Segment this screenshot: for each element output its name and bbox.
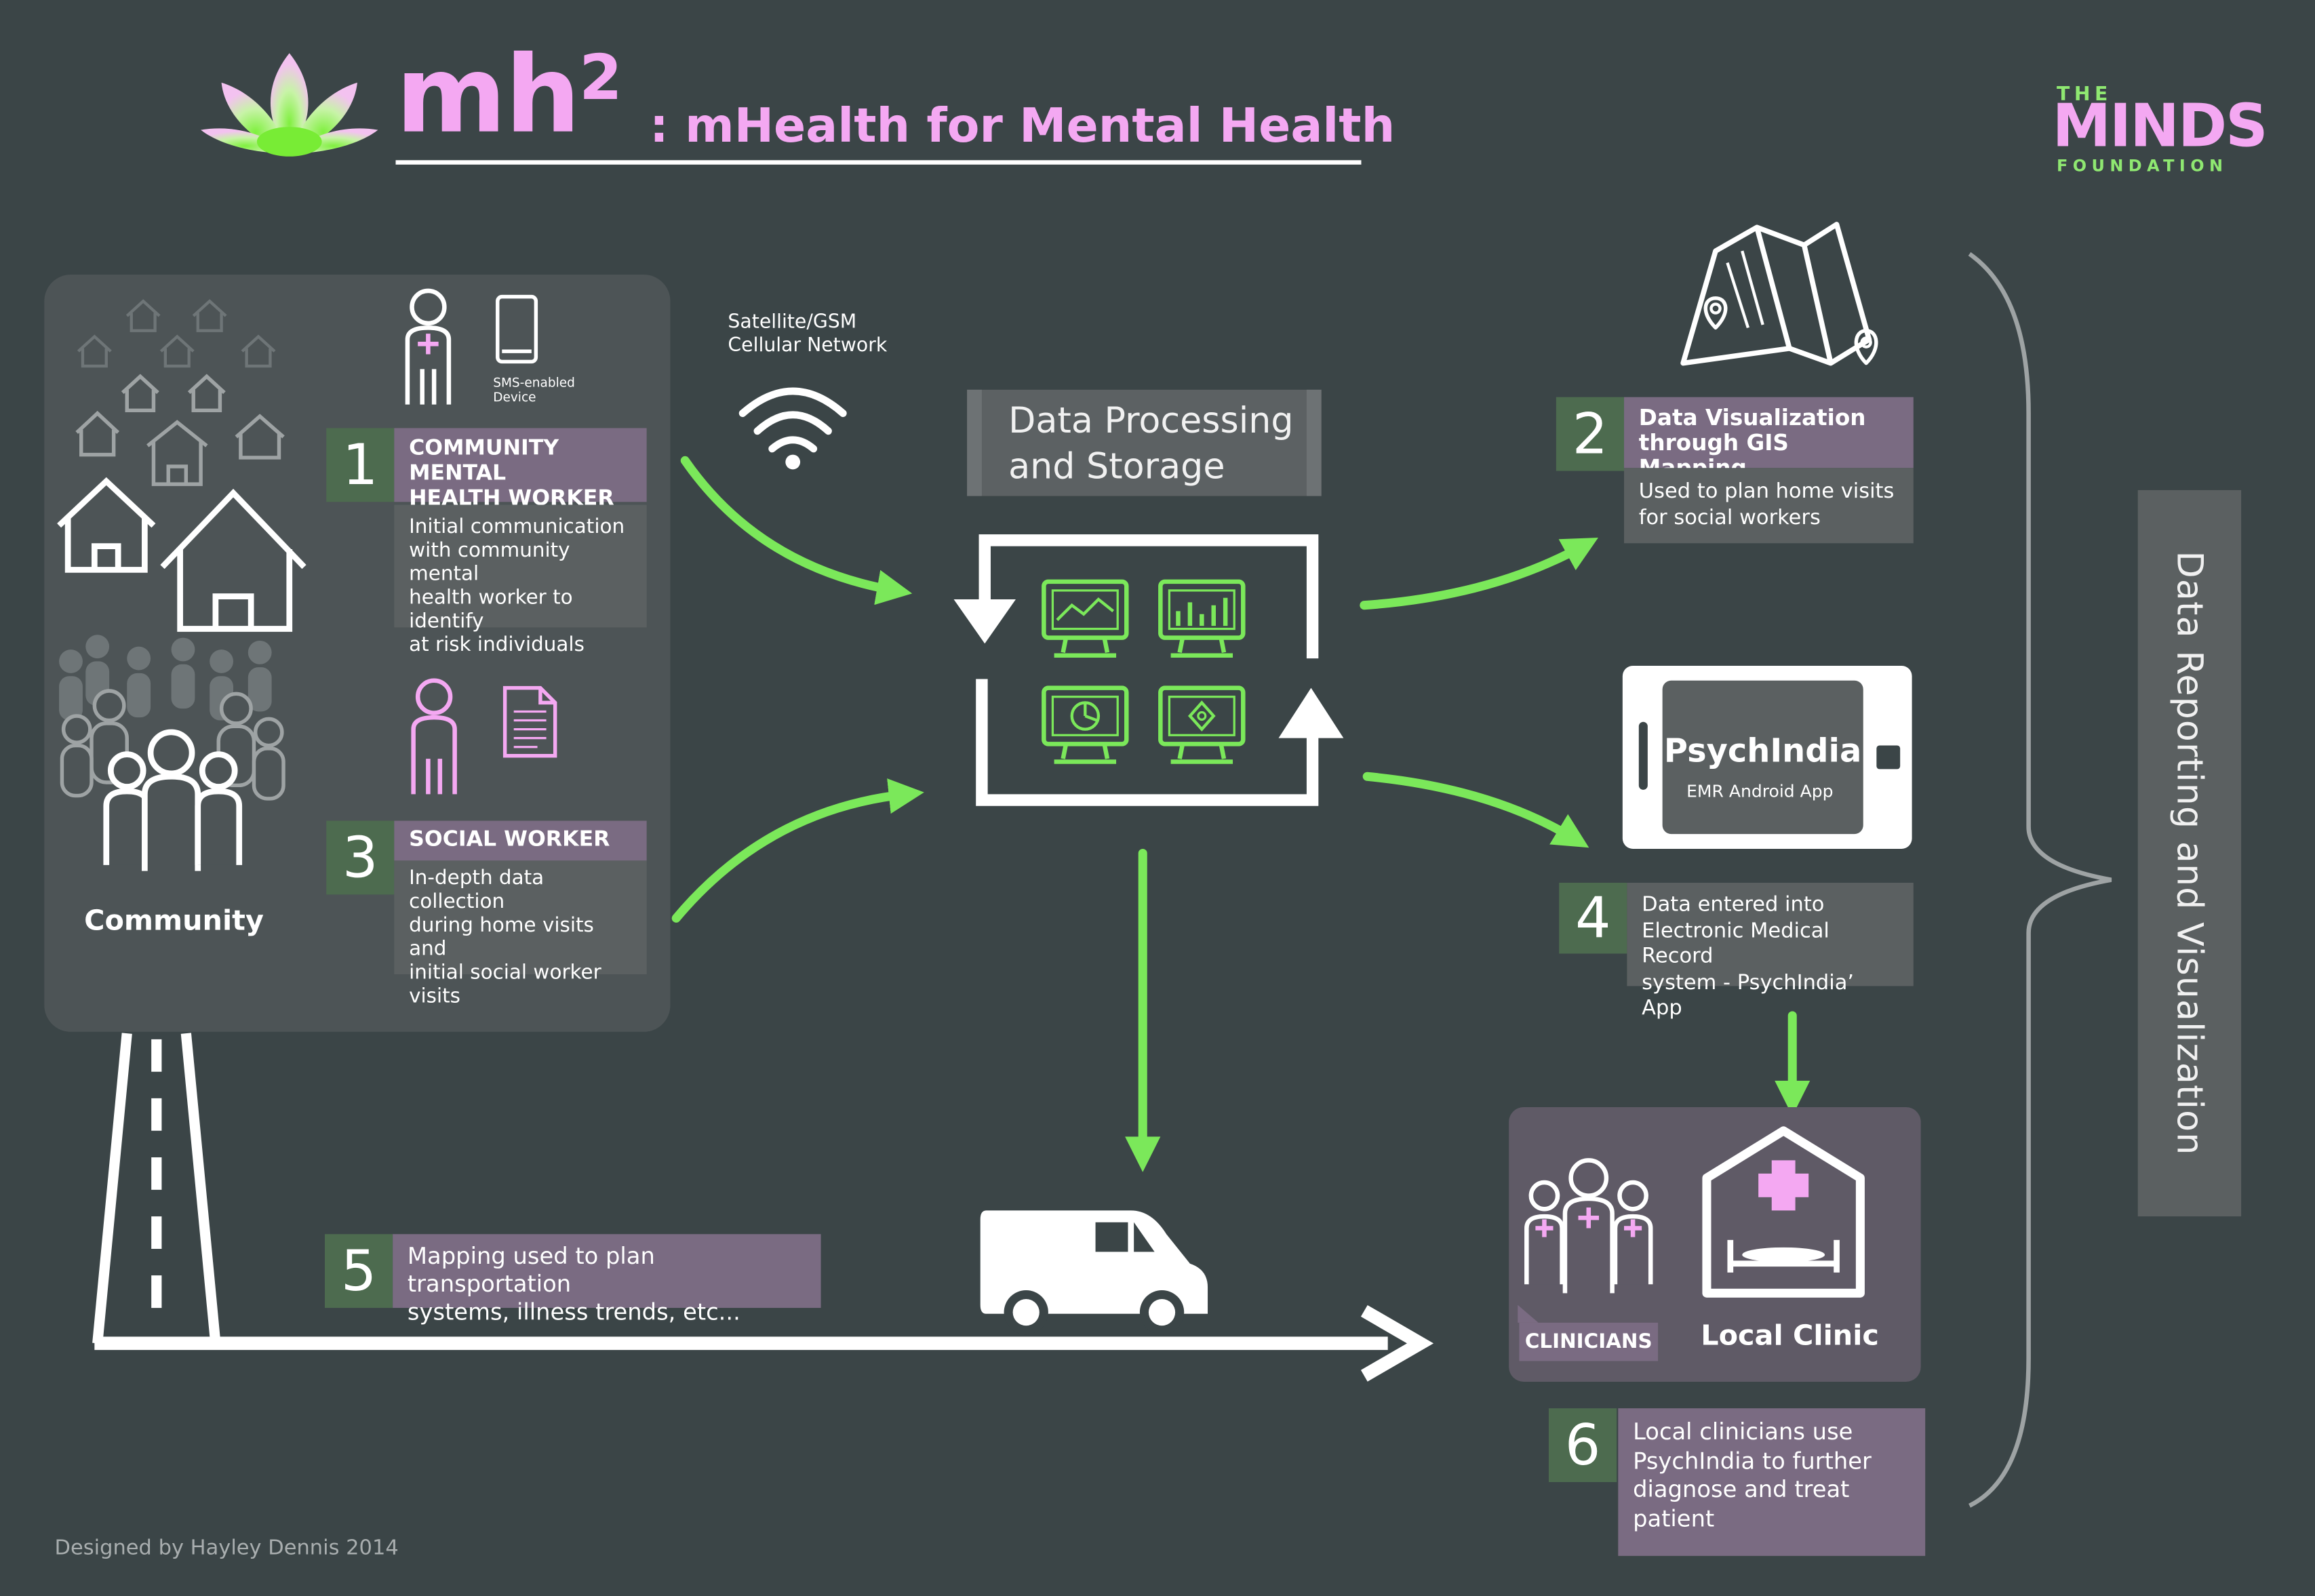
processing-title: Data Processing and Storage — [1008, 399, 1293, 490]
step-4-text-line: Electronic Medical Record — [1642, 919, 1829, 969]
road-arrow-head-icon — [1360, 1304, 1434, 1382]
lotus-icon — [201, 53, 378, 157]
community-label: Community — [84, 904, 264, 938]
step-5-text-line: systems, illness trends, etc... — [407, 1299, 740, 1326]
step-2-number: 2 — [1556, 397, 1625, 471]
processing-title-bar-left — [967, 389, 982, 496]
pie-chart-monitor-icon — [1042, 685, 1129, 764]
step-1-title: COMMUNITY MENTAL HEALTH WORKER — [394, 428, 647, 511]
cycle-arrow-down-icon — [953, 599, 1016, 644]
target-monitor-icon — [1158, 685, 1246, 764]
side-label-box: Data Reporting and Visualization — [2137, 490, 2242, 1217]
device-label: SMS-enabled Device — [493, 376, 575, 406]
step-2-title-line1: Data Visualization — [1638, 404, 1866, 431]
cycle-arrow-up-icon — [1278, 687, 1344, 738]
step-1-text: Initial communication with community men… — [394, 504, 647, 657]
processing-title-bar-right — [1306, 389, 1322, 496]
processing-title-line2: and Storage — [1008, 445, 1225, 487]
app-name: PsychIndia — [1663, 734, 1862, 771]
step-3-text: In-depth data collection during home vis… — [394, 860, 647, 1008]
title-superscript: 2 — [579, 41, 622, 114]
logo-the: THE — [2056, 84, 2112, 106]
step-1-text-line: health worker to identify — [409, 586, 573, 634]
network-label: Satellite/GSM Cellular Network — [728, 311, 887, 359]
house-large-icon — [57, 477, 306, 632]
step-6-text-line: Local clinicians use — [1633, 1418, 1853, 1445]
step-4-number: 4 — [1559, 883, 1627, 954]
line-chart-monitor-icon — [1042, 579, 1129, 658]
tablet-device-icon — [1622, 665, 1912, 849]
houses-icon — [77, 299, 276, 368]
step-1-text-line: Initial communication — [409, 515, 625, 539]
map-icon — [1680, 222, 1878, 366]
step-2-text: Used to plan home visits for social work… — [1624, 468, 1914, 544]
house-icon — [75, 374, 285, 486]
step-6-text-line: diagnose and treat — [1633, 1476, 1850, 1503]
clinicians-label: CLINICIANS — [1519, 1322, 1659, 1361]
curly-brace — [1968, 252, 2112, 1508]
document-icon — [502, 685, 557, 758]
step-1-title-line1: COMMUNITY MENTAL — [409, 437, 559, 486]
step-2-text-line: for social workers — [1638, 506, 1821, 530]
local-clinic-label: Local Clinic — [1701, 1319, 1879, 1353]
clinicians-icon — [1518, 1158, 1653, 1323]
processing-title-line1: Data Processing — [1008, 400, 1294, 442]
step-5-text: Mapping used to plan transportation syst… — [393, 1234, 821, 1325]
step-4-text-line: Data entered into — [1642, 893, 1825, 917]
step-5-text-line: Mapping used to plan transportation — [407, 1243, 655, 1298]
arrow-social-to-processing — [671, 778, 924, 923]
app-subtitle: EMR Android App — [1686, 780, 1834, 802]
step-4-text-line: system - PsychIndia’ App — [1642, 970, 1855, 1020]
processing-cycle-icon — [976, 534, 1319, 806]
title-mh: mh2 — [395, 32, 622, 157]
step-2-text-line: Used to plan home visits — [1638, 479, 1895, 504]
title-subtitle: : mHealth for Mental Health — [650, 97, 1396, 154]
step-3-text-line: In-depth data collection — [409, 866, 545, 914]
bar-chart-monitor-icon — [1158, 579, 1246, 658]
credit-text: Designed by Hayley Dennis 2014 — [54, 1536, 399, 1561]
clinic-panel — [1509, 1106, 1921, 1382]
step-2-title: Data Visualization through GIS Mapping — [1624, 397, 1914, 481]
processing-title-box: Data Processing and Storage — [967, 389, 1322, 496]
step-1-text-line: with community mental — [409, 538, 570, 586]
arrow-processing-to-gis — [1360, 538, 1598, 610]
step-6-text-line: patient — [1633, 1504, 1715, 1532]
step-1-number: 1 — [326, 428, 395, 502]
van-icon — [980, 1210, 1208, 1335]
health-worker-icon — [405, 288, 452, 405]
step-5-number: 5 — [325, 1234, 393, 1309]
step-6-number: 6 — [1548, 1408, 1617, 1483]
step-4-text: Data entered into Electronic Medical Rec… — [1627, 883, 1914, 1020]
network-label-line2: Cellular Network — [728, 335, 888, 357]
step-3-text-line: initial social worker — [409, 961, 601, 985]
phone-icon — [496, 294, 538, 364]
arrow-processing-to-app — [1362, 772, 1589, 848]
wifi-icon — [738, 387, 847, 470]
step-6-text-line: PsychIndia to further — [1633, 1447, 1872, 1475]
crowd-icon — [59, 635, 285, 871]
network-label-line1: Satellite/GSM — [728, 311, 857, 334]
social-worker-icon — [411, 678, 457, 795]
side-label: Data Reporting and Visualization — [2169, 551, 2211, 1156]
step-3-title: SOCIAL WORKER — [394, 820, 647, 861]
step-3-text-line: during home visits and — [409, 913, 594, 961]
step-6-text: Local clinicians use PsychIndia to furth… — [1618, 1408, 1926, 1556]
logo-minds: MINDS — [2052, 93, 2268, 161]
step-1-text-line: at risk individuals — [409, 633, 585, 657]
road-icon — [92, 1033, 221, 1344]
arrow-worker-to-processing — [680, 456, 913, 605]
clinic-building-icon — [1702, 1126, 1865, 1298]
logo-foundation: FOUNDATION — [2056, 156, 2228, 176]
step-3-text-line: visits — [409, 984, 461, 1009]
step-3-number: 3 — [326, 820, 395, 895]
